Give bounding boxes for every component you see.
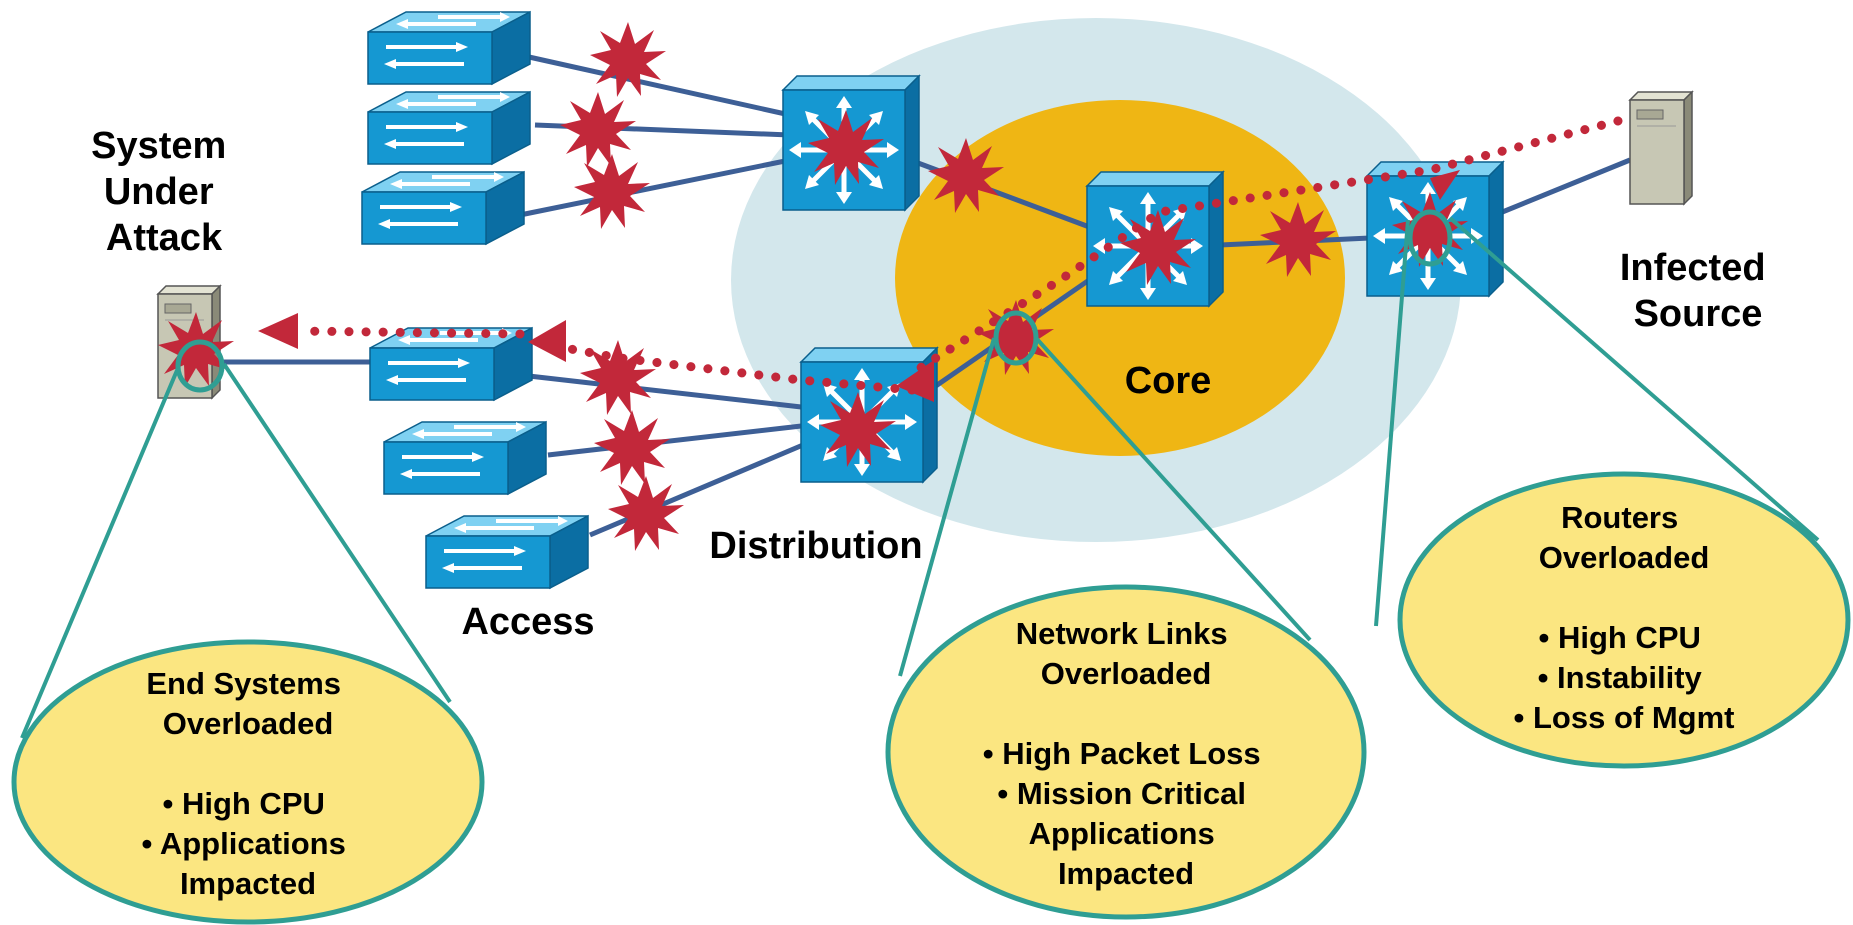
callout-bullets: • High Packet Loss • Mission Critical Ap…	[983, 736, 1270, 891]
access-switches	[360, 10, 590, 590]
focus-ring-link	[993, 310, 1039, 366]
callout-bubbles	[11, 471, 1851, 925]
focus-rings	[175, 209, 1453, 393]
infected-source-label: Infected Source	[1620, 247, 1776, 335]
access-switch-bottom-3	[424, 514, 590, 590]
network-links-callout	[885, 584, 1367, 920]
system-under-attack-label: System Under Attack	[91, 125, 237, 259]
burst-icon	[580, 340, 656, 415]
callout-title: Routers Overloaded	[1539, 500, 1710, 575]
attack-arrow-icon	[896, 360, 934, 402]
network-links-callout-text: Network Links Overloaded • High Packet L…	[983, 616, 1270, 891]
access-switch-top-2	[366, 90, 532, 166]
attack-arrow-icon	[528, 320, 566, 362]
end-systems-callout	[11, 639, 485, 925]
callout-bullets: • High CPU • Applications Impacted	[142, 786, 355, 901]
distribution-label: Distribution	[709, 525, 922, 567]
focus-ring-end-system	[175, 339, 225, 393]
end-systems-callout-text: End Systems Overloaded • High CPU • Appl…	[142, 666, 355, 901]
infected-server-icon	[1629, 91, 1693, 205]
access-switch-bottom-2	[382, 420, 548, 496]
routers-callout	[1397, 471, 1851, 769]
burst-icon	[594, 410, 670, 485]
routers-callout-text: Routers Overloaded • High CPU • Instabil…	[1514, 500, 1735, 735]
core-label: Core	[1125, 360, 1212, 402]
diagram-labels: System Under Attack Infected Source Core…	[91, 125, 1776, 643]
callout-title: End Systems Overloaded	[146, 666, 349, 741]
attack-arrow-icon	[1430, 170, 1460, 200]
access-switch-top-3	[360, 170, 526, 246]
access-switch-bottom-1	[368, 326, 534, 402]
attack-arrowheads	[258, 170, 1460, 402]
burst-icon	[608, 476, 684, 551]
focus-ring-router	[1407, 209, 1453, 267]
access-label: Access	[461, 601, 594, 643]
attack-arrow-icon	[258, 313, 298, 349]
callout-title: Network Links Overloaded	[1016, 616, 1237, 691]
callout-cones	[20, 216, 1820, 739]
callout-bullets: • High CPU • Instability • Loss of Mgmt	[1514, 620, 1735, 735]
access-switch-top-1	[366, 10, 532, 86]
